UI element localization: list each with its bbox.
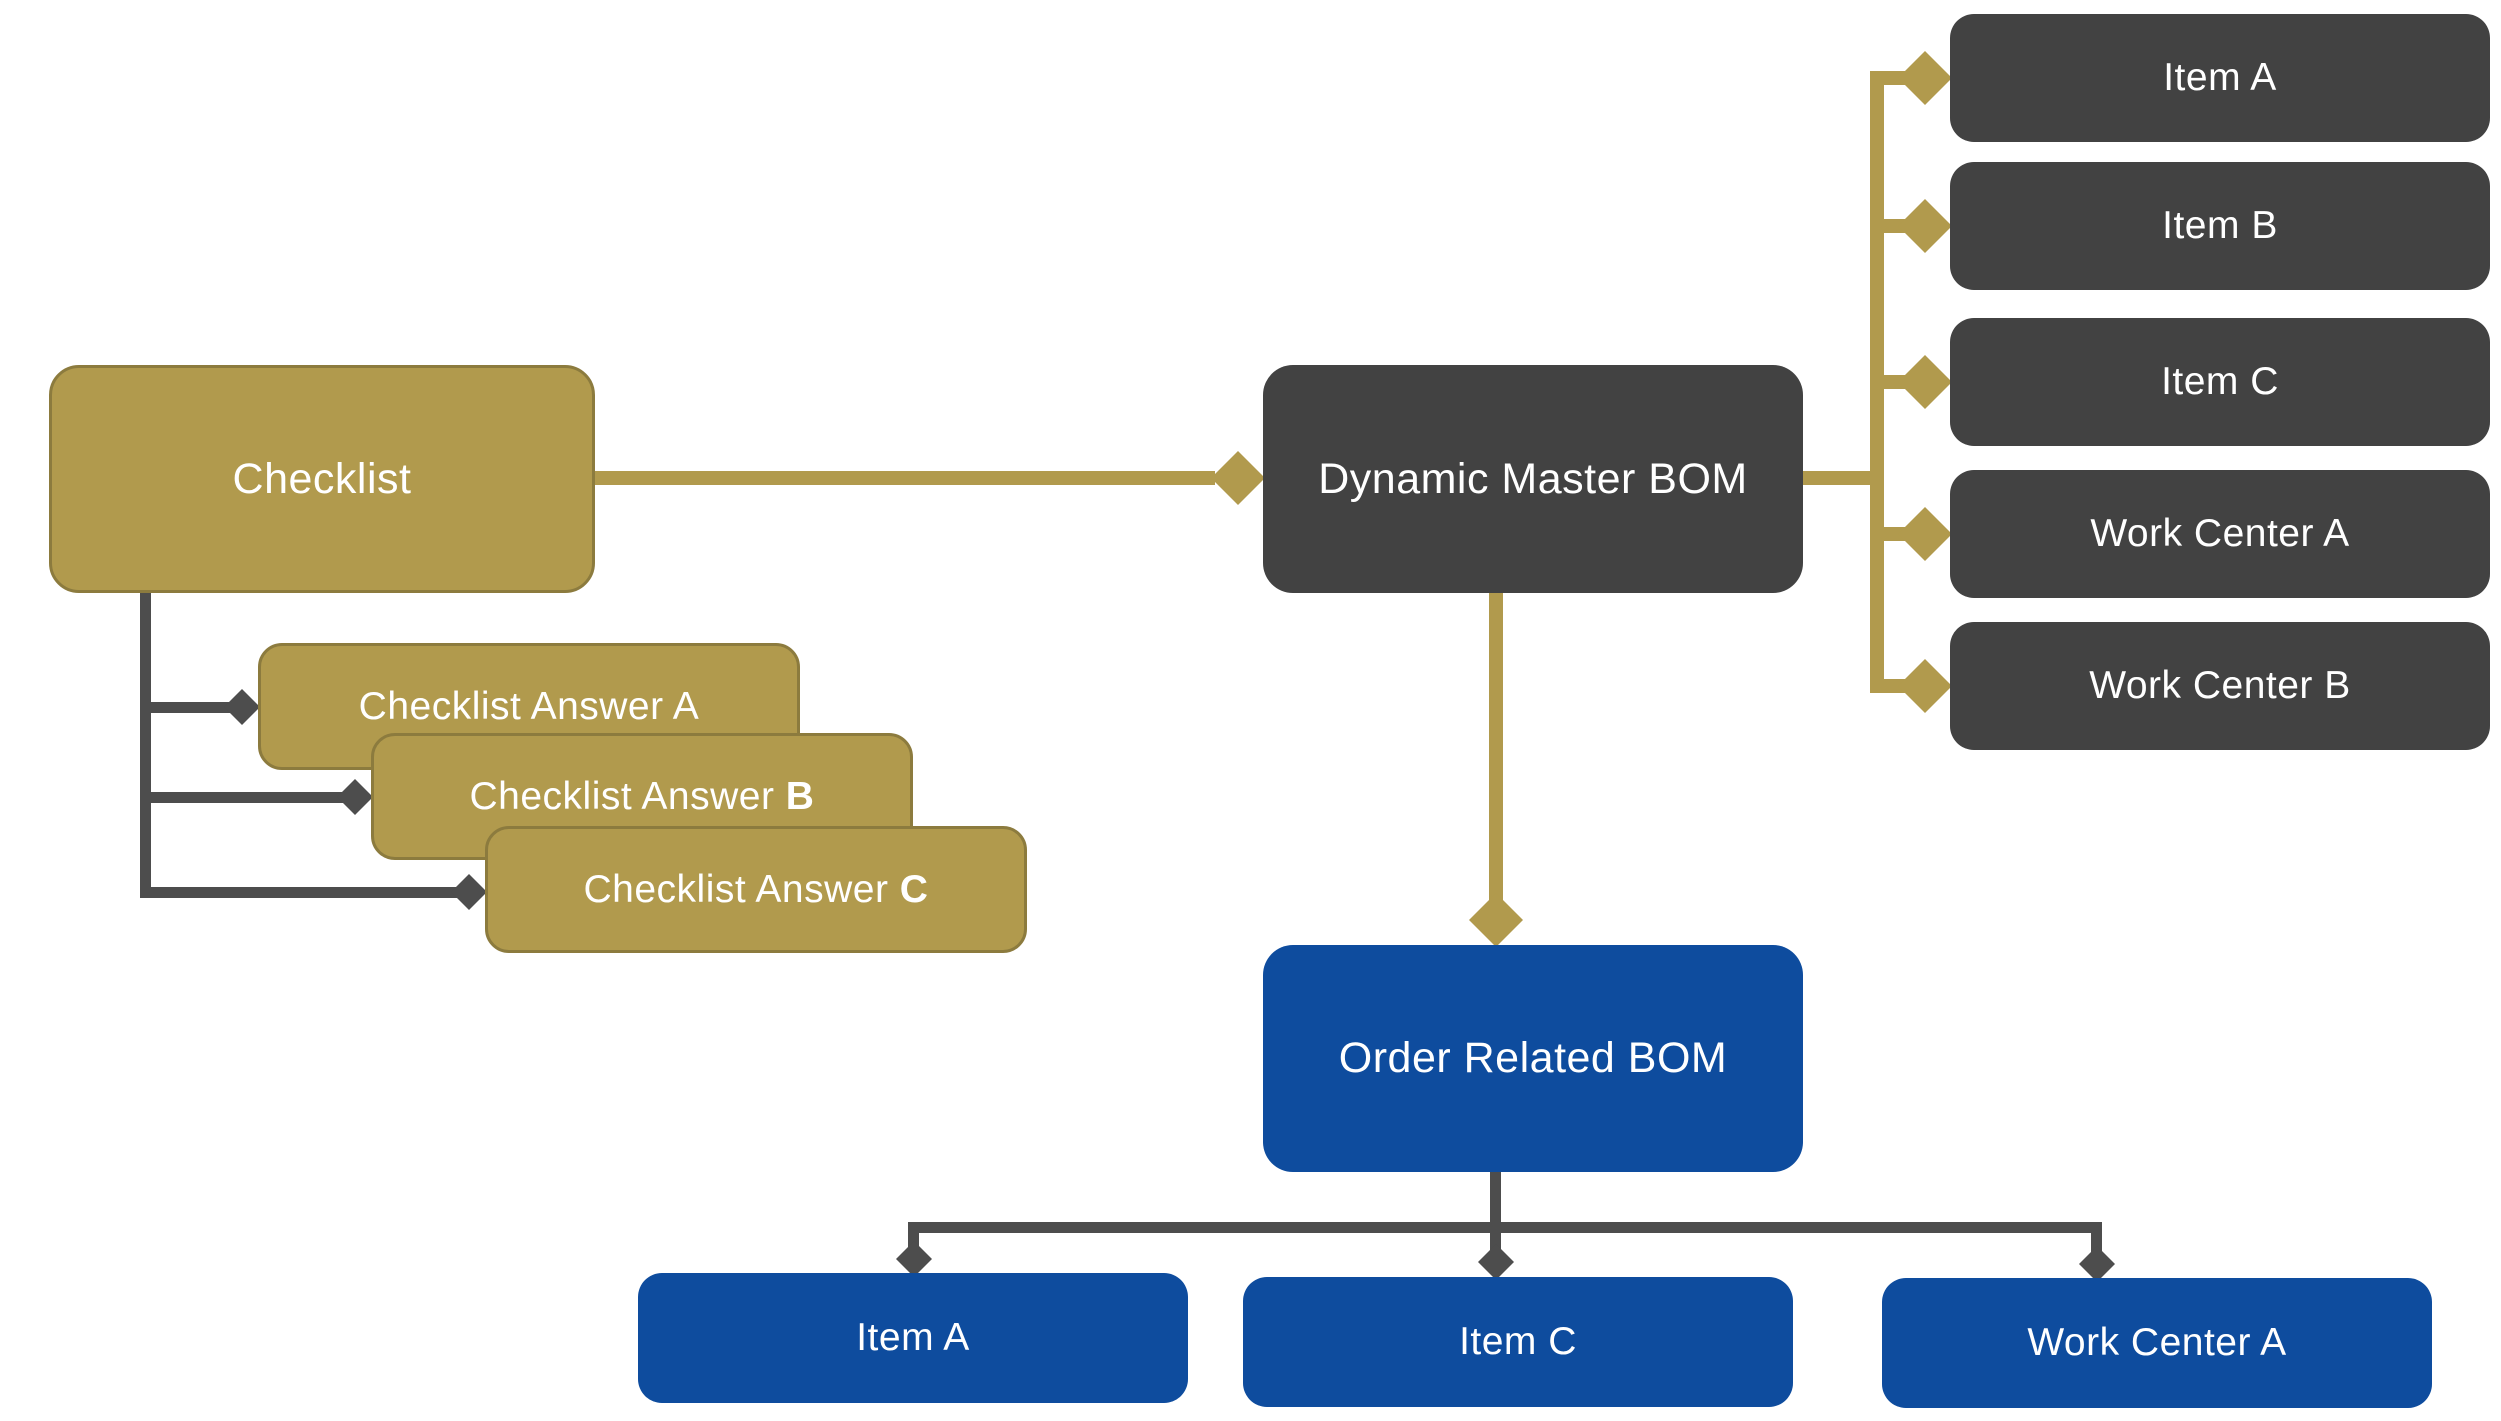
connector-drop-order-work-center-a xyxy=(2091,1222,2102,1252)
arrow-diamond-into-item-a xyxy=(1898,51,1952,105)
arrow-diamond-into-order-item-c xyxy=(1478,1244,1514,1280)
node-dynamic-master-bom-label: Dynamic Master BOM xyxy=(1318,454,1748,503)
connector-dmb-to-orb xyxy=(1489,592,1503,907)
arrow-diamond-into-item-b xyxy=(1898,199,1952,253)
node-master-item-b-label: Item B xyxy=(2162,204,2278,247)
arrow-diamond-into-answer-b xyxy=(337,779,373,815)
node-checklist-answer-a-label: Checklist Answer A xyxy=(358,684,700,728)
arrow-diamond-into-answer-a xyxy=(224,689,260,725)
node-checklist-answer-c: Checklist Answer C xyxy=(485,826,1027,953)
node-master-item-b: Item B xyxy=(1950,162,2490,290)
node-checklist: Checklist xyxy=(49,365,595,593)
arrow-diamond-into-dmb xyxy=(1211,451,1265,505)
node-checklist-label: Checklist xyxy=(232,454,412,503)
node-order-related-bom: Order Related BOM xyxy=(1263,945,1803,1172)
connector-branch-answer-b xyxy=(140,792,348,803)
arrow-diamond-into-work-center-b xyxy=(1898,659,1952,713)
arrow-diamond-into-answer-c xyxy=(451,874,487,910)
node-checklist-answer-b-label: Checklist Answer B xyxy=(469,774,815,818)
arrow-diamond-into-work-center-a xyxy=(1898,507,1952,561)
node-dynamic-master-bom: Dynamic Master BOM xyxy=(1263,365,1803,593)
node-order-item-c: Item C xyxy=(1243,1277,1793,1407)
node-master-item-c: Item C xyxy=(1950,318,2490,446)
arrow-diamond-into-orb xyxy=(1469,893,1523,947)
connector-dmb-to-spine xyxy=(1803,471,1884,485)
connector-checklist-to-dmb xyxy=(595,471,1215,485)
arrow-diamond-into-order-work-center-a xyxy=(2079,1246,2115,1282)
node-master-work-center-a: Work Center A xyxy=(1950,470,2490,598)
arrow-diamond-into-order-item-a xyxy=(896,1241,932,1277)
connector-branch-answer-a xyxy=(140,702,235,713)
connector-drop-order-item-a xyxy=(908,1222,919,1252)
node-master-work-center-b-label: Work Center B xyxy=(2089,664,2351,707)
node-master-item-c-label: Item C xyxy=(2161,360,2279,403)
node-order-item-c-label: Item C xyxy=(1459,1320,1577,1363)
connector-branch-answer-c xyxy=(140,887,462,898)
connector-drop-order-item-c xyxy=(1490,1222,1501,1252)
node-master-item-a-label: Item A xyxy=(2163,56,2277,99)
node-master-work-center-b: Work Center B xyxy=(1950,622,2490,750)
node-master-work-center-a-label: Work Center A xyxy=(2090,512,2350,555)
connector-orb-down xyxy=(1490,1172,1501,1233)
node-order-work-center-a: Work Center A xyxy=(1882,1278,2432,1408)
node-order-item-a-label: Item A xyxy=(856,1316,970,1359)
connector-bottom-distributor xyxy=(908,1222,2102,1233)
node-checklist-answer-c-label: Checklist Answer C xyxy=(583,867,929,911)
node-order-related-bom-label: Order Related BOM xyxy=(1338,1034,1728,1082)
arrow-diamond-into-item-c xyxy=(1898,355,1952,409)
node-master-item-a: Item A xyxy=(1950,14,2490,142)
node-order-item-a: Item A xyxy=(638,1273,1188,1403)
connector-checklist-answers-vertical xyxy=(140,592,151,898)
node-order-work-center-a-label: Work Center A xyxy=(2027,1321,2287,1364)
